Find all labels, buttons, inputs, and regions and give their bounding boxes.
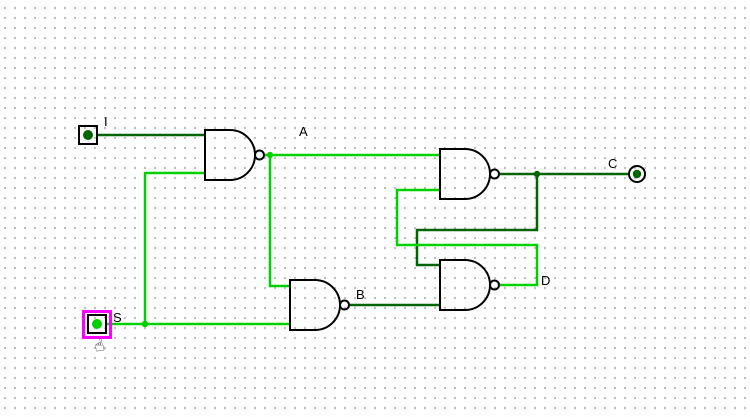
pin-state-dot (632, 169, 642, 179)
nand-gate-3[interactable] (289, 279, 350, 331)
wire-a-branch[interactable] (268, 155, 290, 288)
wire-junction (533, 170, 541, 178)
input-pin-i[interactable] (78, 125, 98, 145)
label-d: D (541, 273, 550, 288)
pin-state-dot (83, 130, 93, 140)
wire-s-feedback[interactable] (143, 171, 205, 324)
nand-body (439, 148, 491, 200)
label-i: I (104, 114, 108, 129)
label-c: C (608, 156, 617, 171)
poke-cursor-icon: ☝ (92, 335, 107, 357)
input-pin-box (78, 125, 98, 145)
nand-inversion-bubble (339, 299, 350, 311)
input-pin-box (87, 314, 107, 334)
selection-halo (82, 310, 112, 339)
wire-junction (141, 320, 149, 328)
nand-gate-4[interactable] (439, 259, 500, 311)
label-s: S (113, 310, 122, 325)
wire-d-feedback[interactable] (395, 188, 539, 287)
nand-inversion-bubble (489, 168, 500, 180)
label-a: A (299, 124, 308, 139)
output-pin-c[interactable] (628, 165, 646, 183)
wire-c-feedback[interactable] (415, 174, 539, 267)
nand-body (204, 129, 256, 181)
wire-junction (266, 151, 274, 159)
nand-gate-1[interactable] (204, 129, 265, 181)
label-b: B (356, 287, 365, 302)
nand-body (439, 259, 491, 311)
pin-state-dot (92, 319, 102, 329)
nand-body (289, 279, 341, 331)
input-pin-s[interactable] (82, 310, 112, 339)
output-pin-ring (628, 165, 646, 183)
nand-inversion-bubble (254, 149, 265, 161)
nand-inversion-bubble (489, 279, 500, 291)
nand-gate-2[interactable] (439, 148, 500, 200)
